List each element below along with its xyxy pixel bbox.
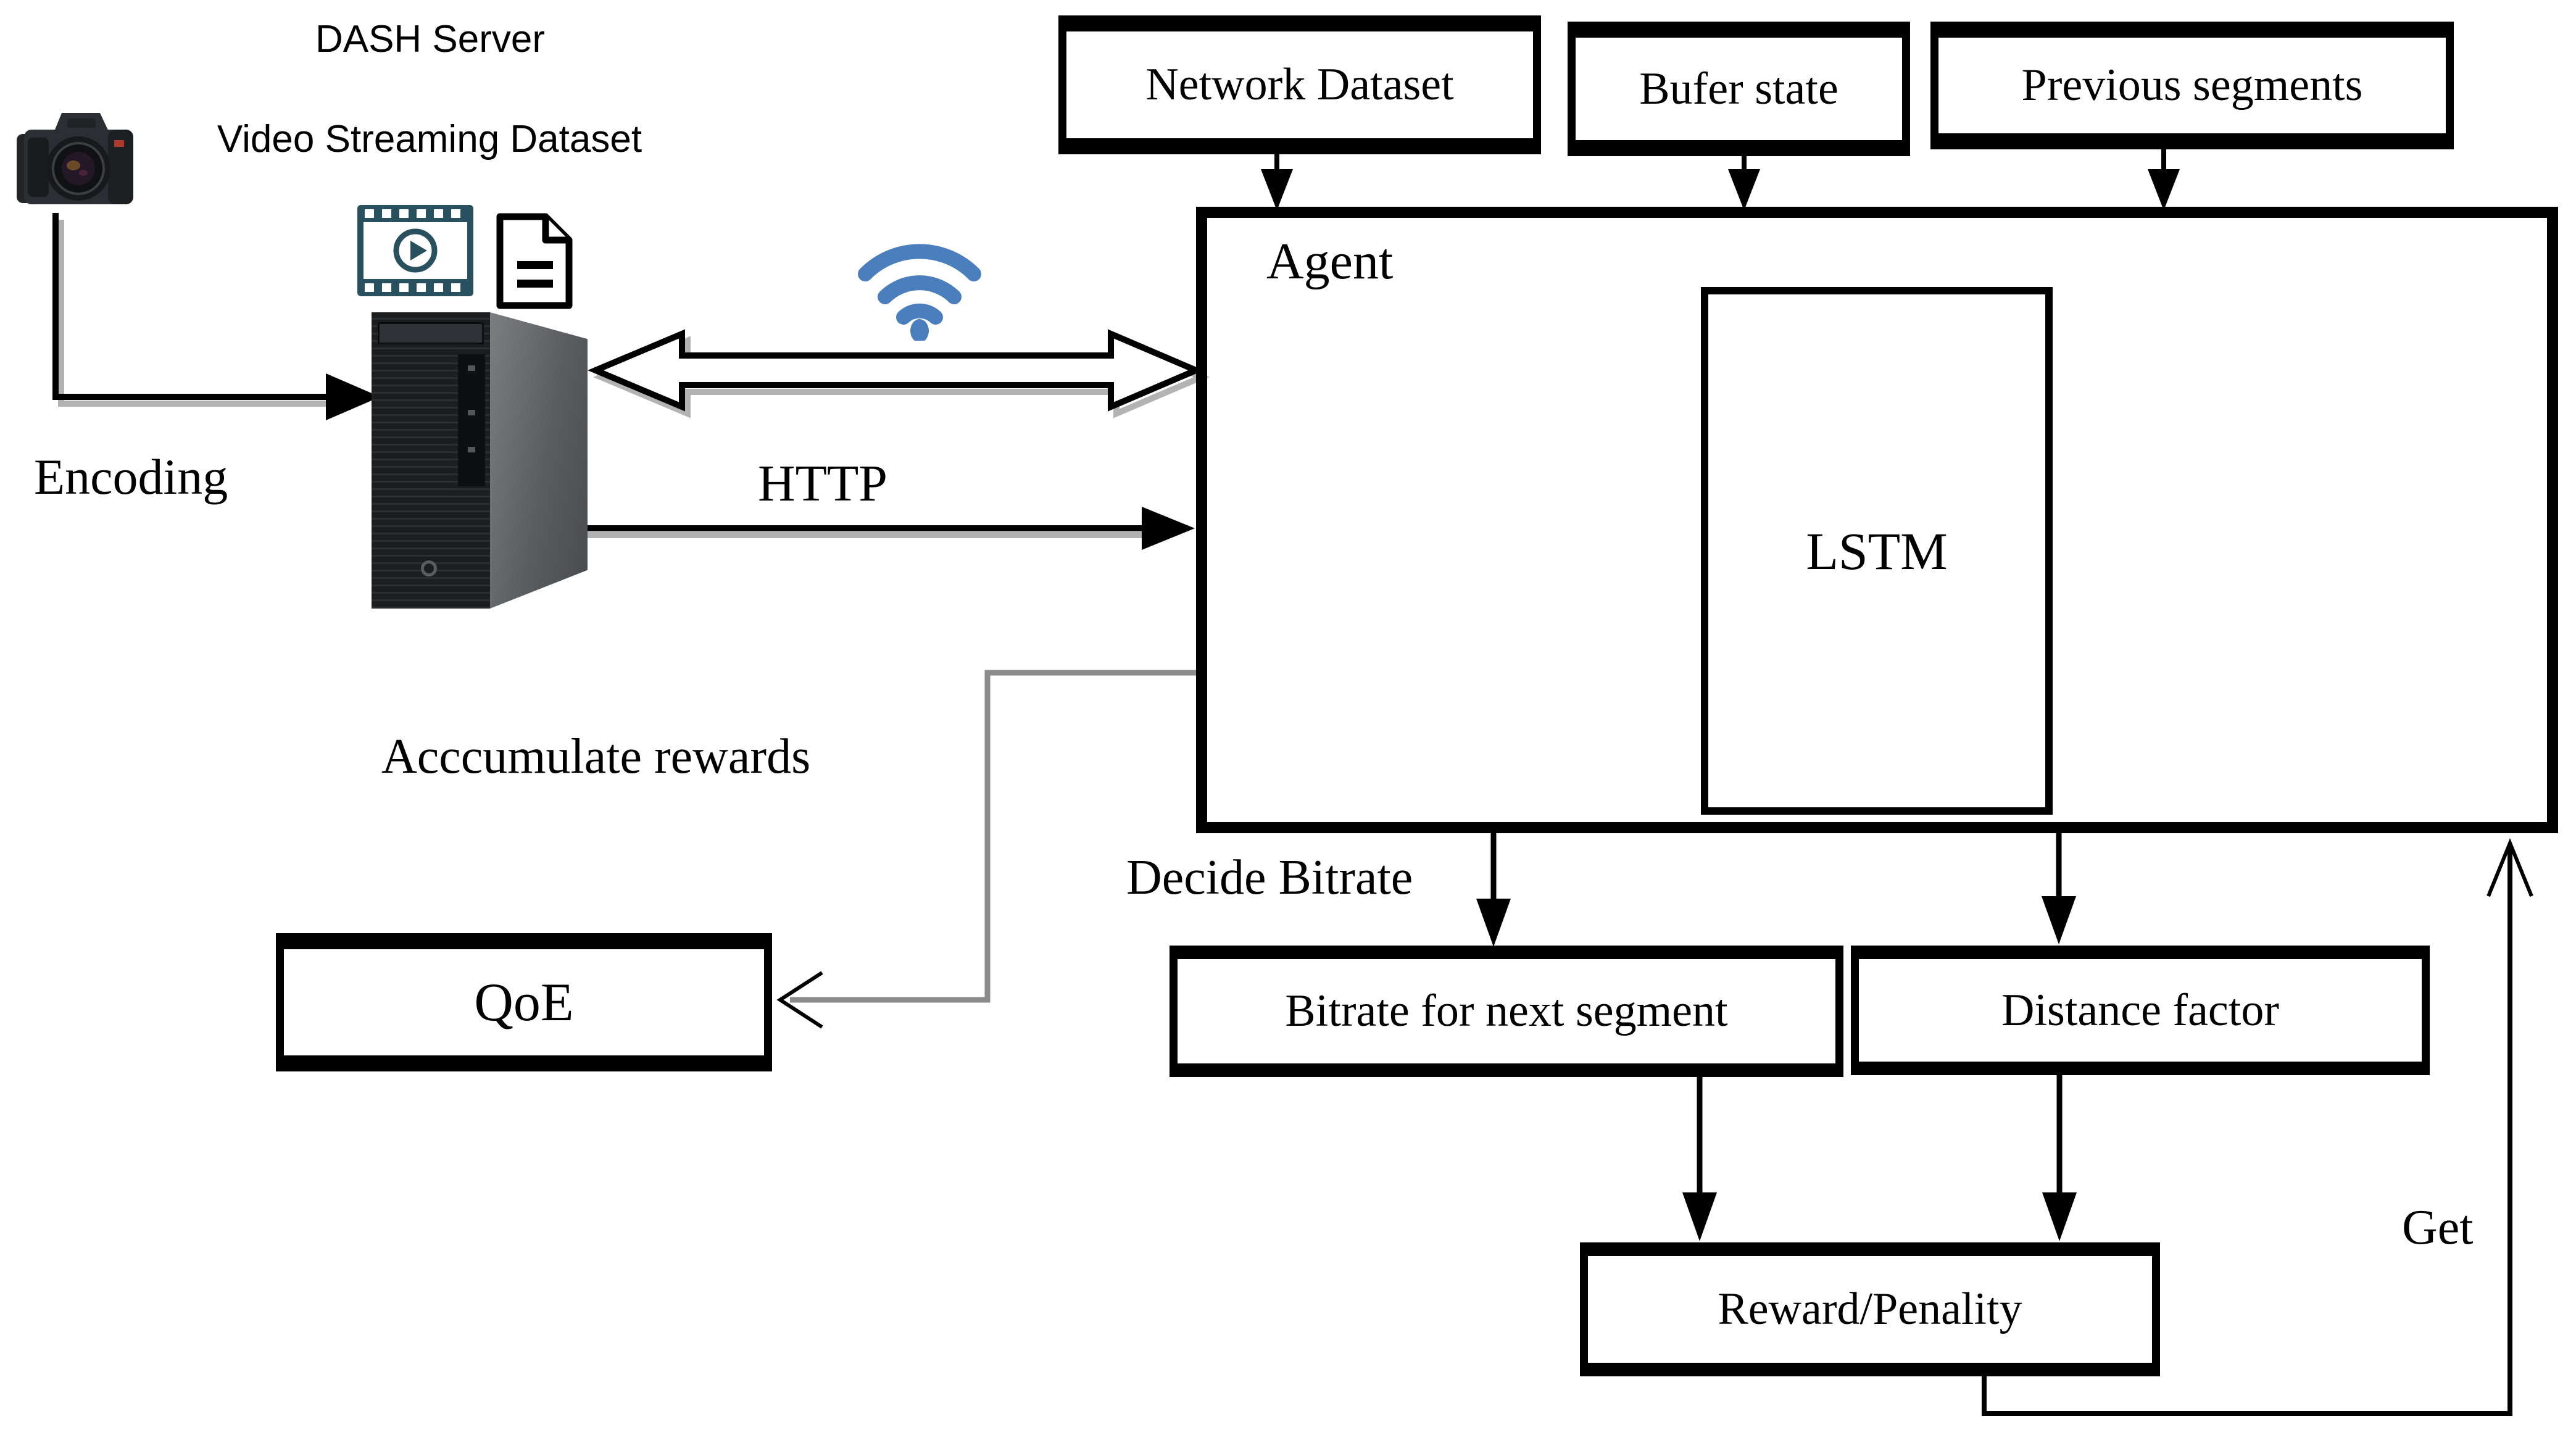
qoe-box: QoE bbox=[276, 933, 772, 1071]
previous-segments-box: Previous segments bbox=[1930, 22, 2454, 149]
server-optical-drive bbox=[378, 322, 484, 344]
agent-label: Agent bbox=[1266, 233, 1394, 290]
network-dataset-box: Network Dataset bbox=[1058, 15, 1541, 154]
dash-server-label: DASH Server bbox=[315, 18, 546, 60]
bitrate-next-segment-label: Bitrate for next segment bbox=[1285, 986, 1728, 1036]
get-label: Get bbox=[2402, 1200, 2474, 1255]
document-icon bbox=[496, 213, 573, 309]
bitrate-next-segment-box: Bitrate for next segment bbox=[1170, 946, 1843, 1077]
camera-icon bbox=[17, 113, 133, 204]
buffer-state-label: Bufer state bbox=[1639, 63, 1839, 114]
wifi-icon bbox=[858, 244, 981, 341]
reward-penality-label: Reward/Penality bbox=[1718, 1284, 2022, 1334]
distance-to-reward-arrow bbox=[2042, 1075, 2077, 1241]
bay-indicator bbox=[468, 365, 475, 371]
video-streaming-dataset-label: Video Streaming Dataset bbox=[217, 118, 642, 160]
accumulate-rewards-label: Acccumulate rewards bbox=[381, 730, 811, 784]
bay-indicator bbox=[468, 410, 475, 415]
http-label: HTTP bbox=[758, 455, 887, 512]
network-dataset-label: Network Dataset bbox=[1145, 59, 1454, 110]
encoding-arrow bbox=[52, 213, 380, 420]
lstm-box: LSTM bbox=[1701, 287, 2053, 815]
agent-to-distance-arrow bbox=[2042, 832, 2076, 944]
server-logo bbox=[421, 560, 437, 576]
server-drive-bay bbox=[458, 354, 485, 486]
distance-factor-box: Distance factor bbox=[1851, 946, 2430, 1075]
previous-segments-arrow bbox=[2148, 149, 2180, 210]
buffer-state-arrow bbox=[1728, 156, 1760, 210]
agent-to-bitrate-arrow bbox=[1476, 832, 1511, 947]
bitrate-to-reward-arrow bbox=[1682, 1077, 1717, 1241]
buffer-state-box: Bufer state bbox=[1568, 22, 1910, 156]
lstm-label: LSTM bbox=[1806, 521, 1948, 581]
qoe-reward-line bbox=[776, 670, 1196, 1029]
reward-penality-box: Reward/Penality bbox=[1580, 1242, 2160, 1376]
qoe-label: QoE bbox=[474, 972, 574, 1033]
network-dataset-arrow bbox=[1261, 154, 1293, 210]
server-tower-side bbox=[490, 312, 588, 609]
distance-factor-label: Distance factor bbox=[2001, 984, 2279, 1036]
encoding-label: Encoding bbox=[34, 449, 228, 505]
bay-indicator bbox=[468, 447, 475, 452]
previous-segments-label: Previous segments bbox=[2021, 60, 2363, 110]
decide-bitrate-label: Decide Bitrate bbox=[1126, 850, 1413, 905]
agent-box bbox=[1196, 207, 2558, 833]
film-strip-icon bbox=[357, 205, 473, 296]
reward-feedback-line bbox=[1982, 838, 2533, 1416]
